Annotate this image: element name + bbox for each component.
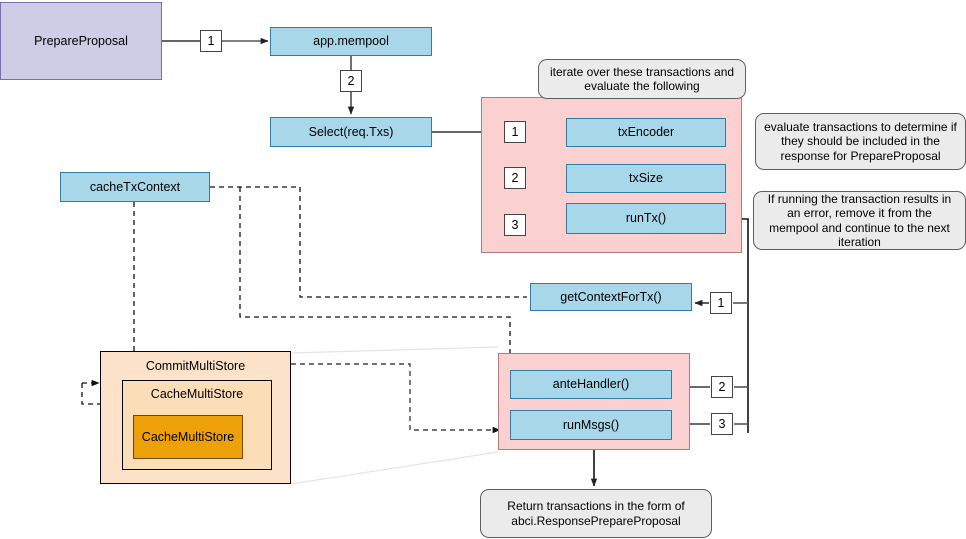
node-prepare-proposal[interactable]: PrepareProposal (0, 2, 162, 80)
node-prepare-proposal-label: PrepareProposal (34, 33, 128, 48)
badge-runtx-to-antehandler: 2 (711, 376, 733, 398)
node-commit-multi-store-label: CommitMultiStore (145, 359, 246, 373)
node-ante-handler[interactable]: anteHandler() (510, 370, 672, 399)
badge-runtx-to-runmsgs: 3 (711, 413, 733, 435)
node-select-req-txs-label: Select(req.Txs) (308, 124, 394, 139)
callout-error: If running the transaction results in an… (753, 191, 966, 250)
node-cache-multi-store-inner[interactable]: CacheMultiStore (133, 415, 243, 459)
node-cache-tx-context[interactable]: cacheTxContext (60, 172, 210, 202)
node-cache-multi-store-outer-label: CacheMultiStore (150, 387, 244, 401)
node-app-mempool[interactable]: app.mempool (270, 27, 432, 56)
badge-runtx-to-antehandler-label: 2 (718, 380, 726, 394)
node-get-context-for-tx[interactable]: getContextForTx() (530, 283, 692, 311)
node-run-msgs-label: runMsgs() (562, 417, 620, 432)
callout-evaluate-text: evaluate transactions to determine if th… (764, 120, 957, 163)
node-run-msgs[interactable]: runMsgs() (510, 410, 672, 440)
badge-step-run-tx: 3 (504, 214, 526, 236)
badge-step-tx-size: 2 (504, 167, 526, 189)
badge-runtx-to-getcontext-label: 1 (717, 296, 725, 310)
callout-return: Return transactions in the form of abci.… (480, 489, 712, 538)
badge-step-run-tx-label: 3 (511, 218, 519, 232)
node-select-req-txs[interactable]: Select(req.Txs) (270, 117, 432, 147)
node-tx-size[interactable]: txSize (566, 164, 726, 193)
node-run-tx[interactable]: runTx() (566, 203, 726, 234)
node-ante-handler-label: anteHandler() (552, 377, 630, 392)
node-cache-tx-context-label: cacheTxContext (89, 179, 181, 194)
badge-step-tx-encoder: 1 (504, 121, 526, 143)
callout-iterate-text: iterate over these transactions and eval… (549, 64, 735, 93)
node-get-context-for-tx-label: getContextForTx() (560, 289, 662, 304)
badge-step-tx-size-label: 2 (511, 171, 519, 185)
node-cache-multi-store-inner-label: CacheMultiStore (141, 429, 235, 444)
badge-runtx-to-runmsgs-label: 3 (718, 417, 726, 431)
node-run-tx-label: runTx() (625, 211, 667, 226)
node-app-mempool-label: app.mempool (313, 34, 389, 49)
badge-mempool-to-select-label: 2 (347, 74, 355, 88)
badge-prepare-to-mempool-label: 1 (207, 34, 215, 48)
node-tx-size-label: txSize (628, 171, 664, 186)
callout-iterate: iterate over these transactions and eval… (538, 59, 746, 99)
callout-error-text: If running the transaction results in an… (767, 192, 952, 249)
node-tx-encoder[interactable]: txEncoder (566, 118, 726, 147)
badge-prepare-to-mempool: 1 (200, 30, 222, 52)
node-tx-encoder-label: txEncoder (617, 125, 675, 140)
badge-mempool-to-select: 2 (340, 70, 362, 92)
badge-runtx-to-getcontext: 1 (710, 292, 732, 314)
callout-evaluate: evaluate transactions to determine if th… (755, 113, 966, 170)
badge-step-tx-encoder-label: 1 (511, 125, 519, 139)
callout-return-text: Return transactions in the form of abci.… (507, 499, 685, 528)
